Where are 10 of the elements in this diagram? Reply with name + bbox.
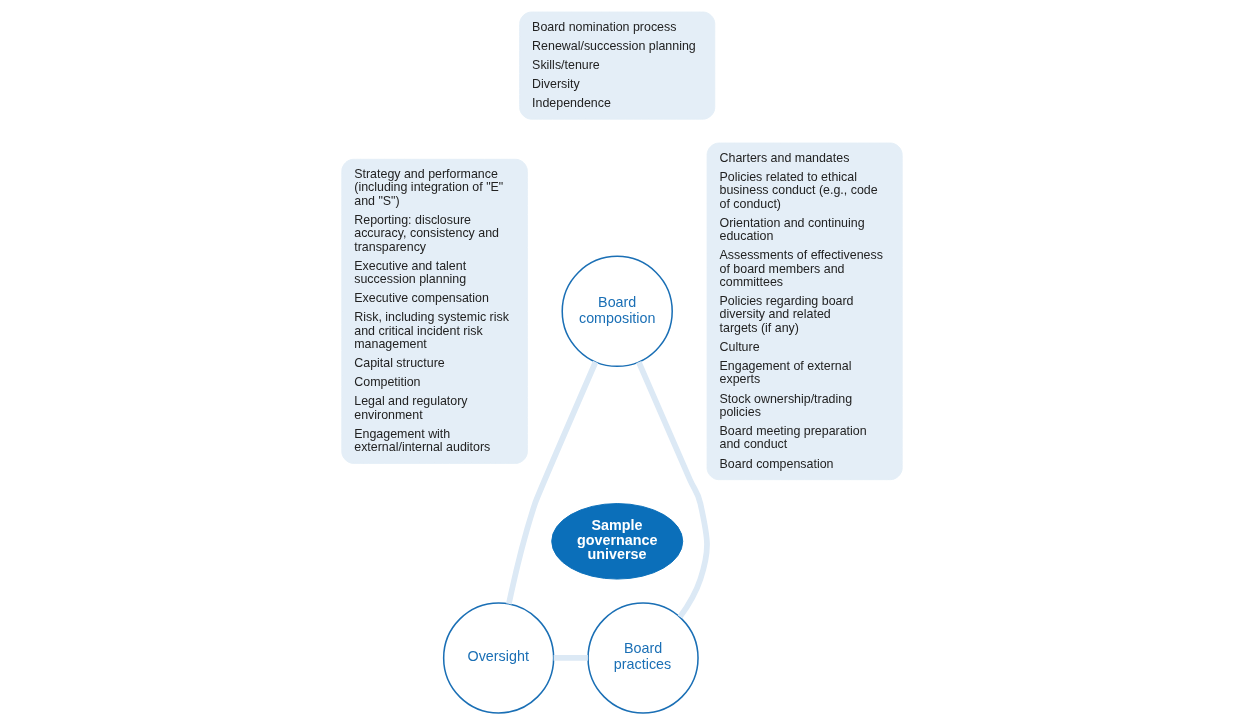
node-box: Board nomination process Renewal/succession planning Skills/tenure Diversity Independence	[519, 11, 716, 120]
node-circle: Board composition	[561, 255, 673, 368]
node-circle: Oversight	[442, 602, 555, 714]
node-ellipse: Sample governance universe	[551, 503, 684, 580]
node-circle: Board practices	[587, 602, 699, 714]
node-box: Strategy and performance (including integration of "E" and "S") Reporting: disclosure accuracy, consistency and transparency Executive and talent succession planning Executive compensation Risk, including systemic risk and critical incident risk management Capital structure Competition Legal and regulatory environment Engagement with external/internal auditors	[341, 158, 528, 464]
connector	[506, 360, 599, 605]
connector	[553, 655, 588, 661]
node-box: Charters and mandates Policies related to ethical business conduct (e.g., code of conduct) Orientation and continuing education Assessments of effectiveness of board members and committees Policies regarding board diversity and related targets (if any) Culture Engagement of external experts Stock ownership/trading policies Board meeting preparation and conduct Board compensation	[706, 142, 903, 481]
connector	[636, 360, 710, 619]
